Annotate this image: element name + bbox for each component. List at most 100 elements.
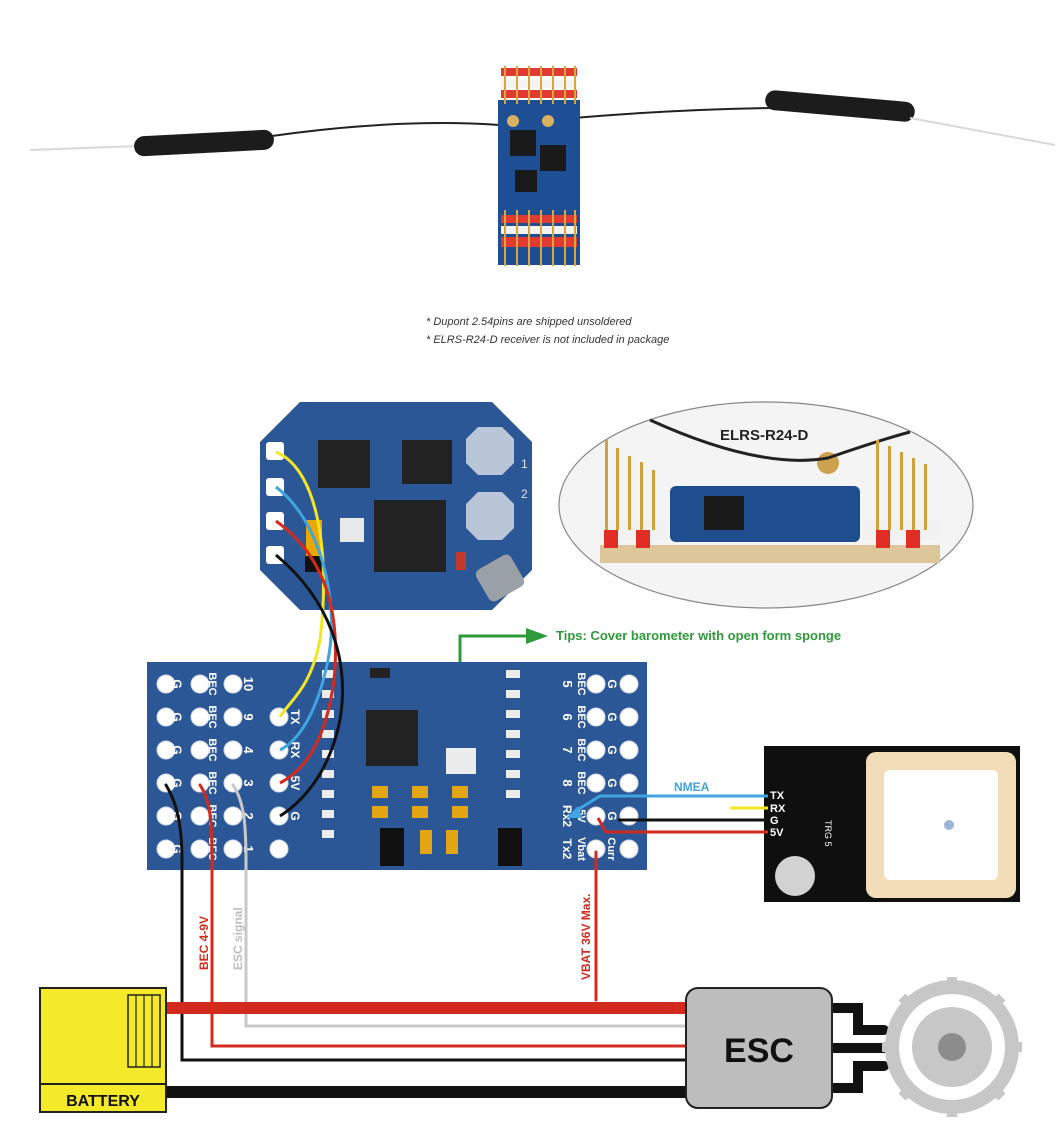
fc-label-right-num-r2: 6 bbox=[560, 713, 575, 720]
octagon-bracket bbox=[475, 554, 525, 602]
fc-label-num-r1: 10 bbox=[241, 677, 256, 691]
fc-label-right-vbat: Vbat bbox=[575, 837, 587, 861]
closeup-board bbox=[670, 486, 860, 542]
tips-text: Tips: Cover barometer with open form spo… bbox=[556, 628, 841, 643]
antenna-sleeve-right bbox=[765, 90, 915, 122]
octagon-chip-1 bbox=[318, 440, 370, 488]
battery: BATTERY bbox=[39, 987, 167, 1113]
gps-pin-g: G bbox=[770, 815, 779, 827]
esc: ESC bbox=[685, 987, 833, 1109]
fc-label-bec-r3: BEC bbox=[206, 738, 218, 761]
wire-gps-tx bbox=[573, 794, 768, 814]
vbat-label: VBAT 36V Max. bbox=[579, 894, 593, 980]
wire-esc-ground bbox=[164, 783, 690, 1062]
tips-callout: Tips: Cover barometer with open form spo… bbox=[458, 628, 841, 760]
fc-label-bec-r2: BEC bbox=[206, 705, 218, 728]
fc-chip-top bbox=[370, 668, 390, 678]
receiver-chip-3 bbox=[515, 170, 537, 192]
closeup-base bbox=[600, 545, 940, 563]
fc-label-num-r2: 9 bbox=[241, 713, 256, 720]
motor-shaft bbox=[938, 1033, 966, 1061]
fc-label-right-num-r3: 7 bbox=[560, 746, 575, 753]
fc-label-right-g-r1: G bbox=[605, 679, 619, 688]
fc-label-right-curr: Curr bbox=[605, 837, 617, 861]
fc-label-g-r6: G bbox=[170, 844, 184, 853]
ufl-connector-1 bbox=[466, 427, 514, 475]
gps-pin-labels: TX RX G 5V bbox=[770, 790, 786, 839]
octagon-led bbox=[456, 552, 466, 570]
fc-label-right-g-r5: G bbox=[605, 811, 619, 820]
antenna-connector-2 bbox=[542, 115, 554, 127]
octagon-mcu bbox=[374, 500, 446, 572]
antenna-sleeve-left bbox=[134, 129, 274, 157]
receiver-chip-1 bbox=[510, 130, 536, 156]
fc-label-right-rx2: Rx2 bbox=[560, 805, 574, 827]
receiver-label: ELRS-R24-D bbox=[720, 427, 809, 444]
wire-motor-3 bbox=[823, 1061, 889, 1093]
power-wires bbox=[160, 783, 889, 1098]
fc-pads-right bbox=[586, 674, 639, 859]
motor bbox=[882, 977, 1022, 1117]
gps-pin-tx: TX bbox=[770, 790, 785, 802]
fc-label-g-r4: G bbox=[170, 778, 184, 787]
fc-label-right-bec-r3: BEC bbox=[575, 738, 587, 761]
closeup-antenna bbox=[649, 418, 911, 462]
fc-label-bec-r4: BEC bbox=[206, 771, 218, 794]
fc-board: G G G G G G BEC BEC BEC BEC BEC BEC 10 9… bbox=[147, 662, 647, 870]
closeup-pins-left bbox=[600, 440, 668, 548]
fc-smd-right bbox=[506, 670, 520, 798]
receiver-chip-2 bbox=[540, 145, 566, 171]
receiver-photo bbox=[29, 66, 1056, 266]
wire-gps-5v bbox=[596, 817, 768, 834]
fc-label-right-g-r4: G bbox=[605, 778, 619, 787]
gps-wires: NMEA bbox=[566, 780, 768, 834]
receiver-closeup: ELRS-R24-D bbox=[558, 401, 974, 609]
fc-label-num-r6: 1 bbox=[241, 845, 256, 852]
antenna-tip-left bbox=[29, 145, 141, 151]
motor-spokes bbox=[882, 977, 1022, 1117]
fc-label-g-r2: G bbox=[170, 712, 184, 721]
wire-labels: BEC 4-9V ESC signal VBAT 36V Max. bbox=[197, 894, 593, 980]
antenna-connector-1 bbox=[507, 115, 519, 127]
fc-label-right-tx2: Tx2 bbox=[560, 839, 574, 860]
battery-label: BATTERY bbox=[66, 1093, 140, 1110]
gps-patch-feed bbox=[944, 820, 954, 830]
gps-patch bbox=[884, 770, 998, 880]
fc-mcu bbox=[366, 710, 418, 766]
closeup-chip bbox=[704, 496, 744, 530]
fc-label-uart-tx: TX bbox=[288, 709, 302, 724]
fc-label-right-num-r4: 8 bbox=[560, 779, 575, 786]
gps-module-text: TRG 5 bbox=[823, 820, 833, 847]
wire-black-g bbox=[275, 553, 344, 818]
fc-label-right-bec-r2: BEC bbox=[575, 705, 587, 728]
fc-right-labels: 5 6 7 8 Rx2 Tx2 BEC BEC BEC BEC 5V Vbat … bbox=[560, 672, 619, 861]
fc-barometer bbox=[446, 748, 476, 774]
gps-pin-rx: RX bbox=[770, 803, 786, 815]
fc-label-right-bec-r4: BEC bbox=[575, 771, 587, 794]
wire-blue-rx bbox=[275, 485, 333, 752]
closeup-pins-right bbox=[864, 440, 940, 548]
fc-caps bbox=[372, 786, 468, 854]
esc-signal-label: ESC signal bbox=[231, 907, 245, 970]
wire-red-5v bbox=[275, 519, 338, 785]
fc-label-g-r1: G bbox=[170, 679, 184, 688]
fc-label-uart-g: G bbox=[288, 811, 302, 820]
gps-module: TRG 5 TX RX G 5V bbox=[764, 746, 1020, 902]
ufl-connector-2 bbox=[466, 492, 514, 540]
octagon-chip-2 bbox=[402, 440, 452, 484]
receiver-pins-top bbox=[501, 66, 577, 104]
esc-body bbox=[685, 987, 833, 1109]
octagon-sensor bbox=[340, 518, 364, 542]
gps-battery-cell bbox=[775, 856, 815, 896]
fc-label-right-g-r2: G bbox=[605, 712, 619, 721]
fc-pads-left bbox=[156, 674, 289, 859]
antenna-tip-right bbox=[909, 117, 1056, 146]
fc-label-right-num-r1: 5 bbox=[560, 680, 575, 687]
fc-left-labels: G G G G G G BEC BEC BEC BEC BEC BEC 10 9… bbox=[170, 672, 302, 860]
wire-gps-tx-arrow bbox=[566, 806, 582, 818]
fc-receiver-wires bbox=[275, 450, 344, 818]
receiver-pins-bottom bbox=[501, 210, 577, 266]
bec-label: BEC 4-9V bbox=[197, 916, 211, 970]
fc-diodes bbox=[380, 828, 522, 866]
